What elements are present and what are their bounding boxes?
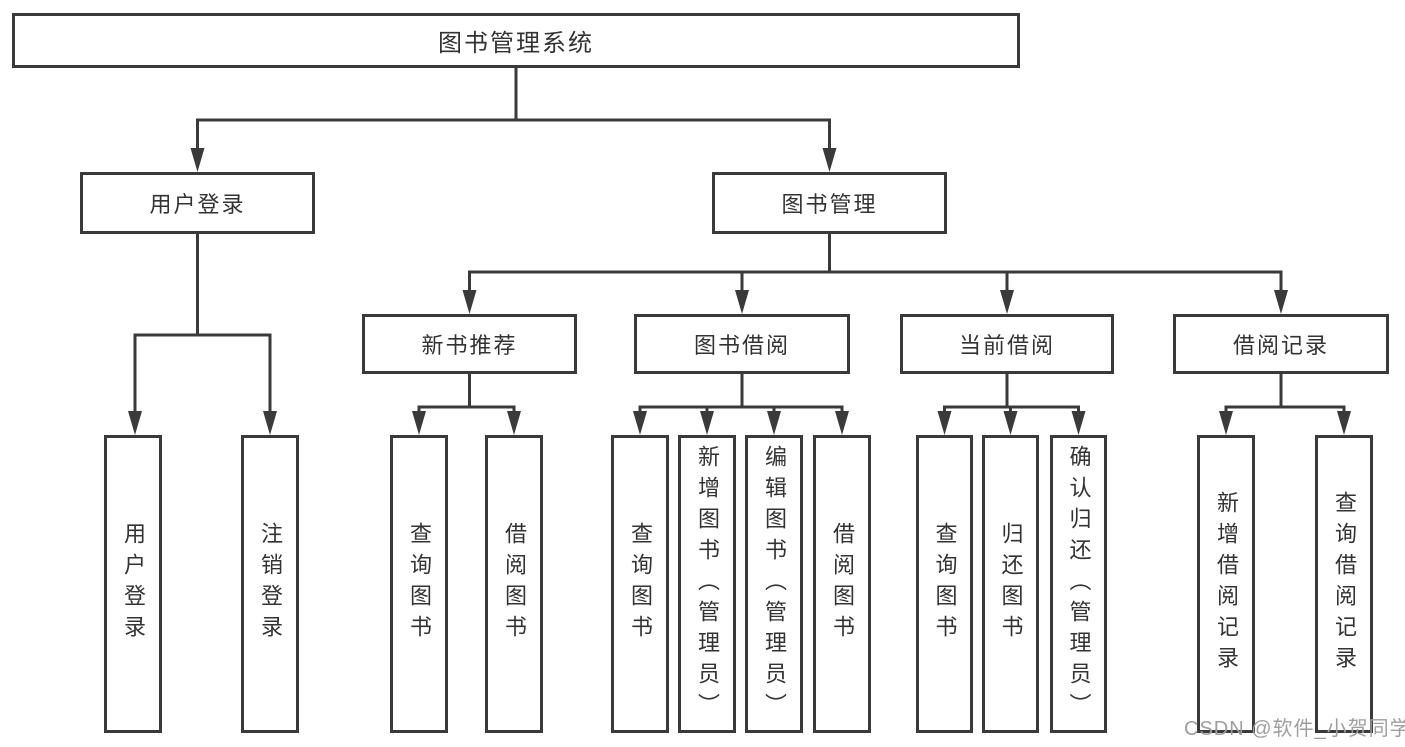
leaf-logout-label: 注销登录 — [258, 522, 283, 646]
leaf-br-query-record-label: 查询借阅记录 — [1332, 491, 1357, 677]
arrowhead-icons — [128, 148, 1351, 435]
leaf-cb-confirm-return-admin-label: 确认归还（管理员） — [1066, 444, 1092, 724]
leaf-bb-add-books-admin-label: 新增图书（管理员） — [695, 444, 720, 724]
node-book-management-label: 图书管理 — [781, 192, 878, 217]
node-new-book-recommend-label: 新书推荐 — [421, 333, 518, 358]
leaf-bb-edit-books-admin-label: 编辑图书（管理员） — [762, 444, 787, 724]
node-root-label: 图书管理系统 — [438, 30, 594, 57]
leaf-logout: 注销登录 — [241, 435, 299, 733]
leaf-nbr-borrow-books: 借阅图书 — [485, 435, 543, 733]
node-book-borrow-label: 图书借阅 — [693, 333, 790, 358]
leaf-cb-return-books: 归还图书 — [982, 435, 1039, 733]
node-borrow-records: 借阅记录 — [1173, 314, 1389, 374]
leaf-cb-return-books-label: 归还图书 — [998, 522, 1024, 646]
leaf-bb-query-books-label: 查询图书 — [628, 522, 653, 646]
leaf-br-query-record: 查询借阅记录 — [1315, 435, 1373, 733]
leaf-cb-query-books-label: 查询图书 — [932, 522, 958, 646]
node-borrow-records-label: 借阅记录 — [1232, 333, 1329, 358]
leaf-user-login: 用户登录 — [104, 435, 162, 733]
node-book-borrow: 图书借阅 — [634, 314, 850, 374]
node-current-borrow-label: 当前借阅 — [958, 333, 1055, 358]
leaf-br-add-record-label: 新增借阅记录 — [1214, 491, 1239, 677]
leaf-bb-add-books-admin: 新增图书（管理员） — [678, 435, 736, 733]
leaf-nbr-query-books-label: 查询图书 — [407, 522, 432, 646]
leaf-bb-borrow-books-label: 借阅图书 — [830, 522, 855, 646]
node-current-borrow: 当前借阅 — [900, 314, 1114, 374]
leaf-cb-confirm-return-admin: 确认归还（管理员） — [1050, 435, 1107, 733]
leaf-bb-edit-books-admin: 编辑图书（管理员） — [745, 435, 803, 733]
leaf-user-login-label: 用户登录 — [121, 522, 146, 646]
node-book-management: 图书管理 — [712, 172, 947, 234]
leaf-bb-query-books: 查询图书 — [611, 435, 669, 733]
node-new-book-recommend: 新书推荐 — [362, 314, 577, 374]
leaf-bb-borrow-books: 借阅图书 — [813, 435, 871, 733]
node-root: 图书管理系统 — [12, 13, 1020, 68]
leaf-nbr-borrow-books-label: 借阅图书 — [502, 522, 527, 646]
csdn-watermark: CSDN @软件_小贺同学 — [1184, 718, 1405, 740]
node-user-login: 用户登录 — [80, 172, 315, 234]
leaf-cb-query-books: 查询图书 — [916, 435, 973, 733]
leaf-nbr-query-books: 查询图书 — [390, 435, 448, 733]
leaf-br-add-record: 新增借阅记录 — [1197, 435, 1255, 733]
node-user-login-label: 用户登录 — [149, 192, 246, 217]
